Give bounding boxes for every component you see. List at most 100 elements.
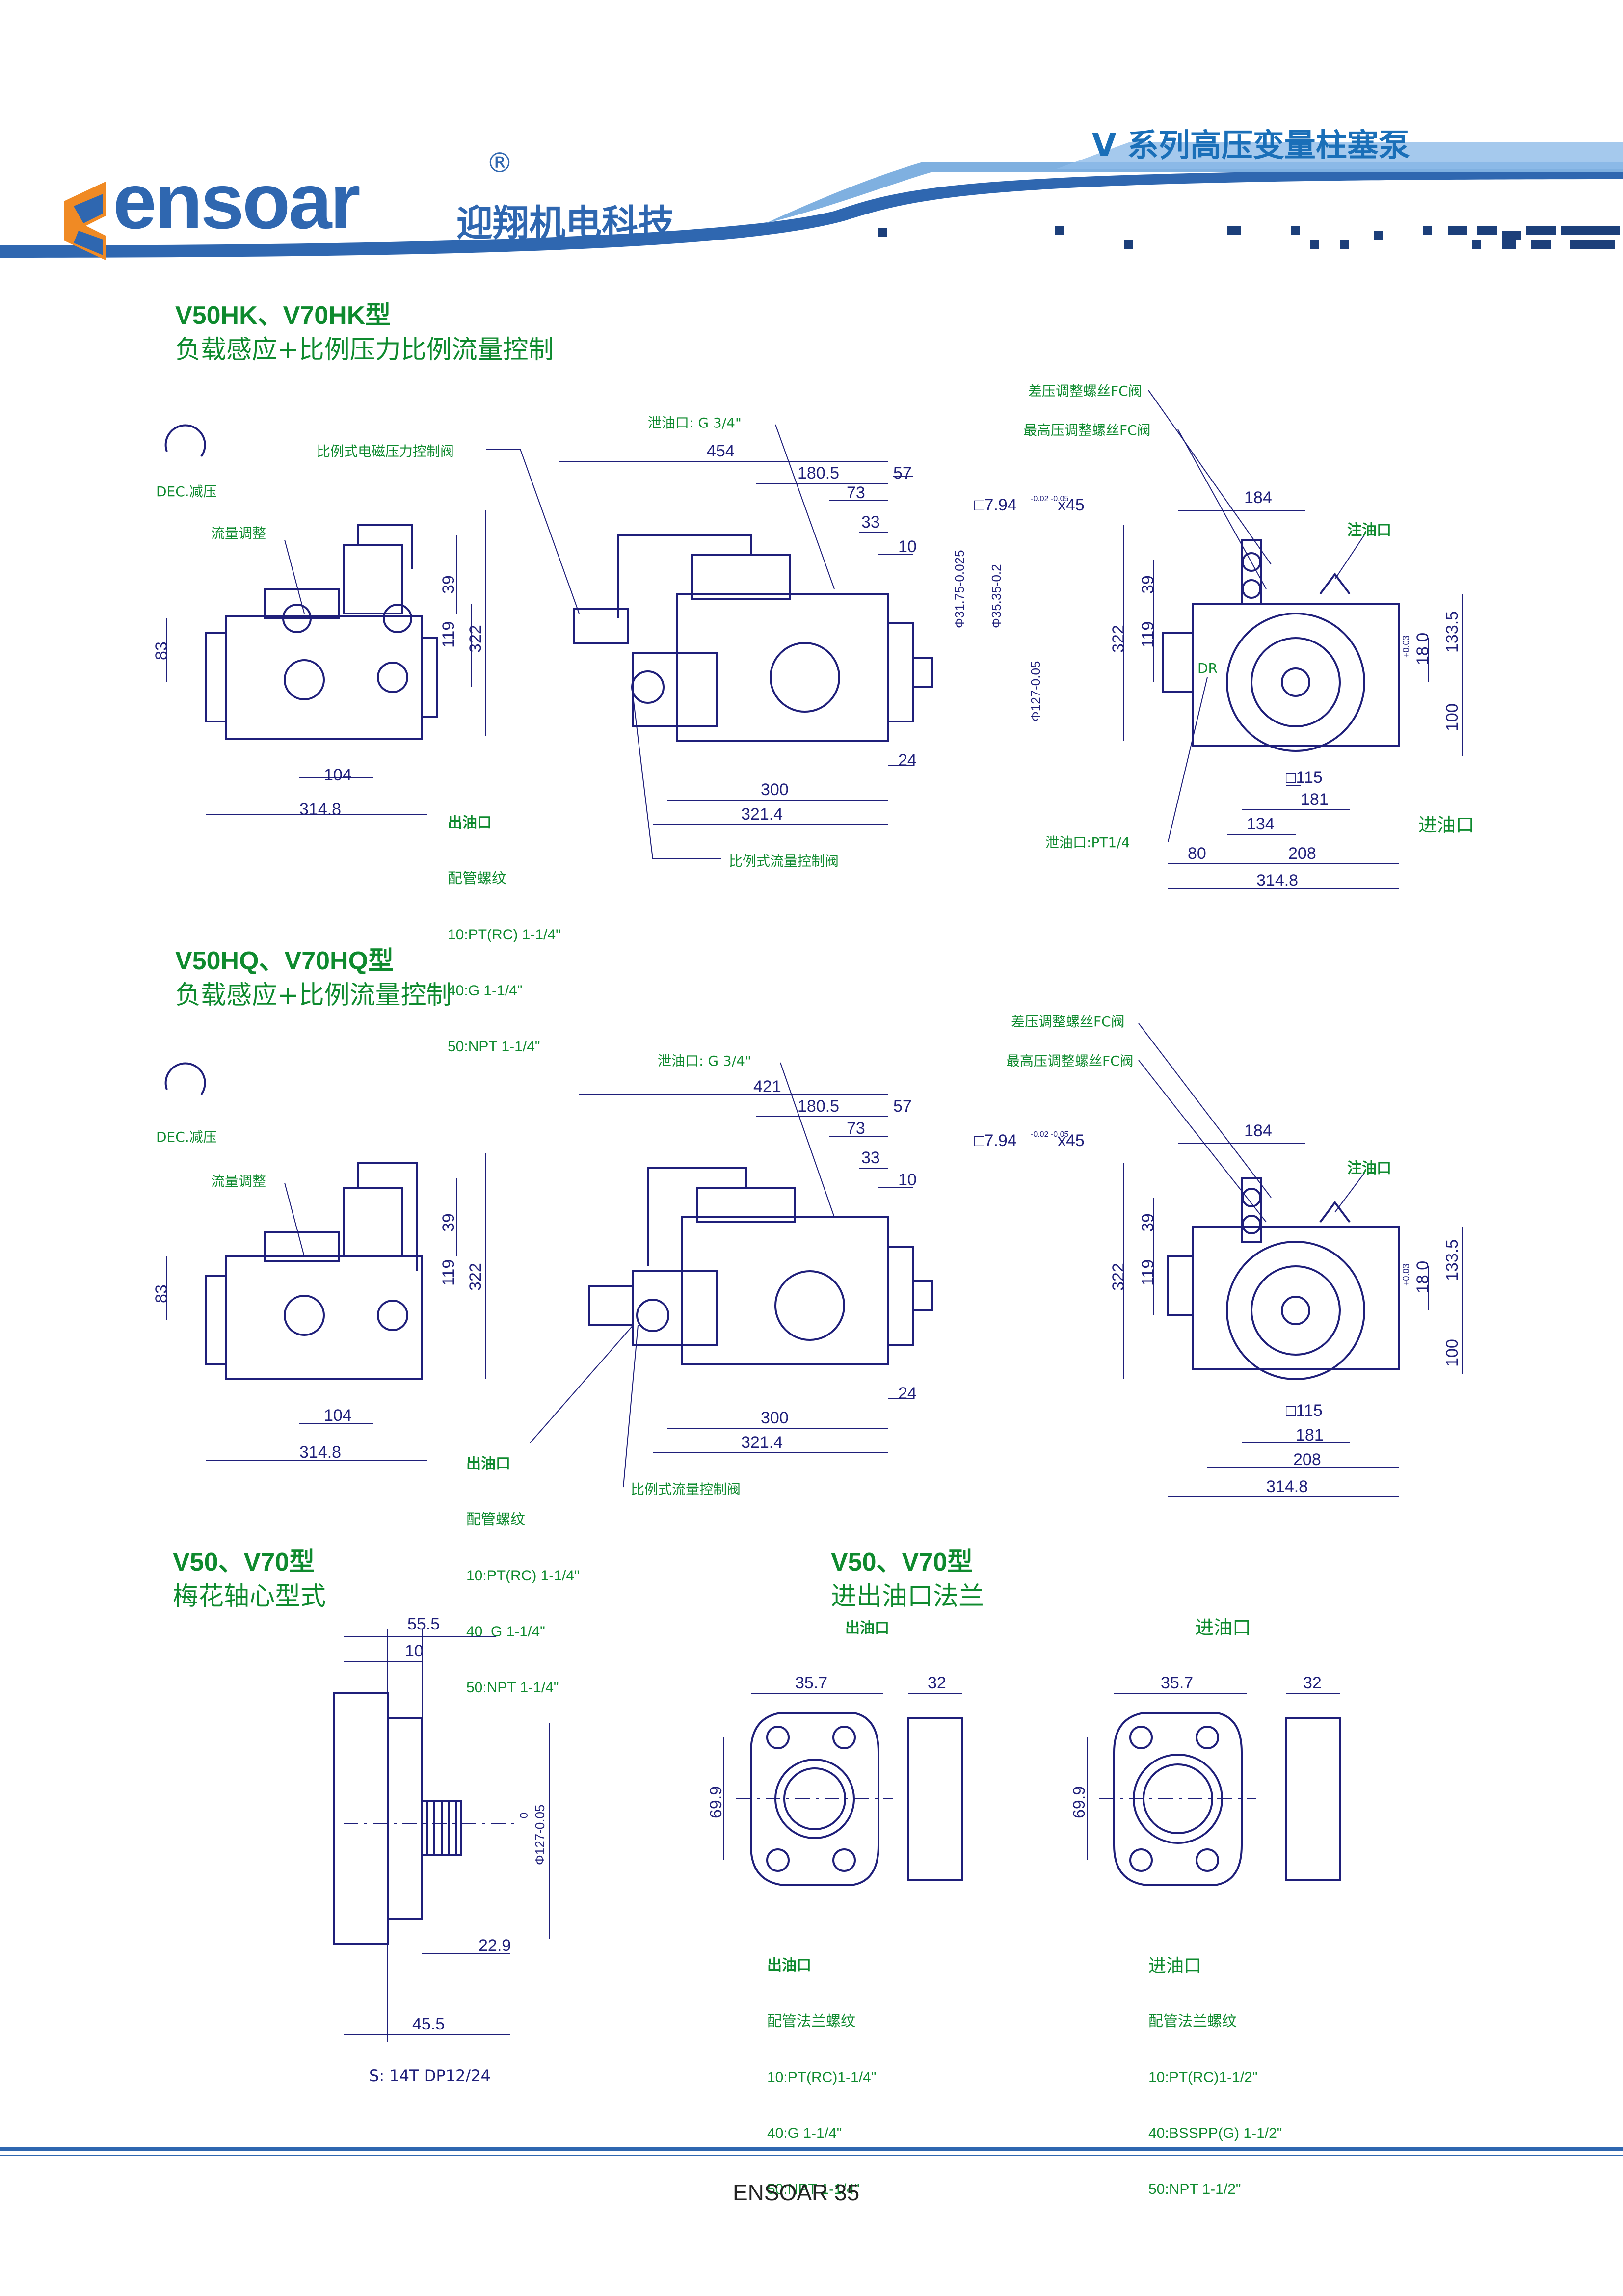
brand-registered-mark: ® [486,147,513,179]
hq-x45: x45 [1058,1131,1085,1150]
hq-outlet-line2: 10:PT(RC) 1-1/4" [466,1568,580,1584]
brand-logo-text: ensoar [113,157,361,245]
page-footer: ENSOAR 35 [733,2180,860,2205]
hk-dr-label: DR [1197,660,1218,676]
flange-inlet-note: 进油口 配管法兰螺纹 10:PT(RC)1-1/2" 40:BSSPP(G) 1… [1148,1919,1282,2217]
hq-flow-adjust-label: 流量调整 [211,1173,266,1189]
hk-dim-33: 33 [861,513,880,532]
hk-dec-label: DEC.减压 [156,483,217,500]
flange-in-dim-32: 32 [1303,1674,1322,1692]
hq-outlet-note: 出油口 配管螺纹 10:PT(RC) 1-1/4" 40 G 1-1/4" 50… [466,1417,580,1716]
hq-dim-314-8b: 314.8 [1266,1477,1308,1496]
hk-dim-184: 184 [1244,488,1272,507]
hq-dim-184: 184 [1244,1121,1272,1140]
shaft-dim-22-9: 22.9 [479,1936,511,1955]
hk-dim-208: 208 [1288,844,1316,863]
hk-dim-115: □115 [1286,768,1323,787]
hk-dim-314-8: 314.8 [299,800,342,819]
hk-outlet-note: 出油口 配管螺纹 10:PT(RC) 1-1/4" 40:G 1-1/4" 50… [448,776,561,1075]
hq-dim-208: 208 [1293,1450,1321,1469]
flange-outlet-line1: 配管法兰螺纹 [767,2013,855,2029]
hk-outlet-title: 出油口 [448,815,492,831]
hk-model-desc: 负载感应+比例压力比例流量控制 [175,335,554,365]
hk-model-title: V50HK、V70HK型 [175,301,391,330]
hq-square-key: □7.94 [974,1131,1017,1150]
flange-out-dim-32: 32 [928,1674,946,1692]
hq-dim-115: □115 [1286,1401,1323,1420]
hk-x45: x45 [1058,496,1085,514]
flange-inlet-line2: 10:PT(RC)1-1/2" [1148,2069,1258,2085]
hk-max-valve-label: 最高压调整螺丝FC阀 [1023,422,1151,438]
flange-out-dim-69-9: 69.9 [707,1786,725,1818]
hk-dim-80: 80 [1188,844,1206,863]
hk-drain-label: 泄油口: G 3/4" [648,415,742,431]
hk-dim-57: 57 [893,464,912,482]
hk-dim-314-8b: 314.8 [1256,871,1299,890]
hq-outlet-line3: 40 G 1-1/4" [466,1624,545,1640]
hq-dim-73: 73 [847,1119,865,1138]
hq-model-title: V50HQ、V70HQ型 [175,947,394,975]
hq-drain-label: 泄油口: G 3/4" [658,1053,751,1069]
hk-square-tol: -0.02 -0.05 [1031,495,1069,503]
flange-outlet-line4: 50:NPT 1-1/4" [767,2181,860,2197]
flange-inlet-line4: 50:NPT 1-1/2" [1148,2181,1241,2197]
hk-dim-300: 300 [761,780,789,799]
hq-dim-421: 421 [753,1077,781,1096]
hk-dim-10: 10 [898,537,917,556]
hk-dim-181: 181 [1301,790,1329,809]
shaft-dim-55-5: 55.5 [407,1615,440,1633]
hk-dim-73: 73 [847,483,865,502]
hq-dim-321-4: 321.4 [741,1433,783,1452]
hk-dim-134: 134 [1247,815,1275,833]
flange-inlet-line1: 配管法兰螺纹 [1148,2013,1237,2029]
flange-outlet-line3: 40:G 1-1/4" [767,2125,842,2141]
hq-dim-180-5: 180.5 [798,1097,840,1116]
brand-chinese-name: 迎翔机电科技 [456,202,674,244]
hk-dim-454: 454 [707,442,735,460]
hk-dim-24: 24 [898,751,917,770]
flange-outlet-note: 出油口 配管法兰螺纹 10:PT(RC)1-1/4" 40:G 1-1/4" 5… [767,1919,876,2217]
hq-dim-24: 24 [898,1384,917,1403]
hq-max-valve-label: 最高压调整螺丝FC阀 [1006,1053,1134,1069]
flange-out-dim-35-7: 35.7 [795,1674,828,1692]
hk-outlet-line3: 40:G 1-1/4" [448,983,523,999]
hq-dim-10: 10 [898,1171,917,1189]
hk-flow-adjust-label: 流量调整 [211,525,266,541]
hq-outlet-title: 出油口 [466,1456,510,1472]
hq-prop-flow-label: 比例式流量控制阀 [631,1481,741,1497]
hq-dim-314-8: 314.8 [299,1443,342,1462]
hk-dim-321-4: 321.4 [741,805,783,824]
flange-inlet-title: 进油口 [1148,1955,1202,1976]
flange-inlet-line3: 40:BSSPP(G) 1-1/2" [1148,2125,1282,2141]
shaft-spline-note: S: 14T DP12/24 [369,2066,491,2085]
hk-diff-valve-label: 差压调整螺丝FC阀 [1028,383,1142,399]
hq-dim-300: 300 [761,1409,789,1427]
flange-model-desc: 进出油口法兰 [831,1582,984,1611]
hq-dim-57: 57 [893,1097,912,1116]
hk-outlet-line2: 10:PT(RC) 1-1/4" [448,927,561,943]
hq-outlet-line1: 配管螺纹 [466,1512,525,1528]
flange-in-dim-69-9: 69.9 [1070,1786,1089,1818]
hk-dim-180-5: 180.5 [798,464,840,482]
series-title: V 系列高压变量柱塞泵 [1092,128,1410,164]
logo-mark [64,182,106,260]
flange-model-title: V50、V70型 [831,1548,973,1576]
hq-dim-33: 33 [861,1148,880,1167]
hk-outlet-line4: 50:NPT 1-1/4" [448,1039,540,1055]
hk-prop-flow-label: 比例式流量控制阀 [729,853,839,869]
shaft-model-desc: 梅花轴心型式 [173,1582,326,1611]
hq-dim-104: 104 [324,1406,352,1425]
flange-outlet-heading: 出油口 [845,1620,889,1637]
hk-drain-pt-label: 泄油口:PT1/4 [1045,834,1130,851]
shaft-model-title: V50、V70型 [173,1548,315,1576]
hq-model-desc: 负载感应+比例流量控制 [175,981,452,1010]
hk-fill-port-label: 注油口 [1347,522,1391,539]
hk-dim-104: 104 [324,766,352,784]
shaft-dim-45-5: 45.5 [412,2015,445,2033]
flange-inlet-heading: 进油口 [1195,1617,1251,1638]
